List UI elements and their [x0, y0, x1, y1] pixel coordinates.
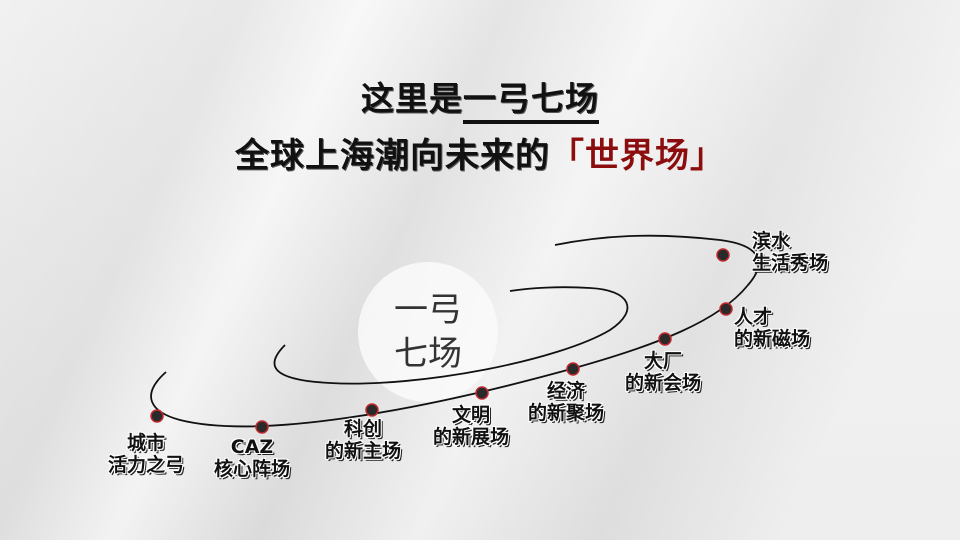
node-subtitle: 核心阵场	[214, 458, 291, 480]
node-dot	[716, 248, 730, 262]
node-dot	[719, 302, 733, 316]
node-subtitle: 活力之弓	[108, 454, 185, 476]
node-dot	[475, 386, 489, 400]
node-label-economy: 经济 的新聚场	[528, 380, 604, 424]
node-label-big-factory: 大厂 的新会场	[625, 350, 701, 394]
node-subtitle: 的新磁场	[734, 328, 811, 350]
bracket-open: 「	[550, 136, 585, 176]
node-title: 大厂	[644, 350, 683, 372]
node-title: 城市	[127, 432, 166, 454]
node-dot	[566, 362, 580, 376]
node-title: CAZ	[230, 436, 274, 458]
headline-highlight: 一弓七场	[463, 79, 599, 124]
outer-orbit-arc	[150, 234, 760, 428]
node-title: 文明	[452, 404, 491, 426]
headline-line-2: 全球上海潮向未来的「世界场」	[0, 128, 960, 177]
node-dot	[365, 403, 379, 417]
node-title: 经济	[547, 380, 586, 402]
inner-orbit-arc	[273, 286, 629, 385]
node-title: 滨水	[752, 230, 791, 252]
node-dot	[658, 332, 672, 346]
center-label-line-1: 一弓	[394, 290, 462, 330]
node-label-civilization: 文明 的新展场	[433, 404, 509, 448]
headline-line-1: 这里是一弓七场	[0, 72, 960, 124]
node-title: 科创	[344, 418, 383, 440]
subheadline-prefix: 全球上海潮向未来的	[235, 136, 550, 176]
node-label-talent: 人才 的新磁场	[734, 306, 810, 350]
node-subtitle: 的新聚场	[528, 402, 605, 424]
node-label-caz: CAZ 核心阵场	[214, 436, 290, 480]
node-subtitle: 的新主场	[325, 440, 402, 462]
node-label-waterfront: 滨水 生活秀场	[752, 230, 828, 274]
bracket-close: 」	[690, 136, 725, 176]
node-subtitle: 生活秀场	[752, 252, 829, 274]
node-subtitle: 的新会场	[625, 372, 702, 394]
node-dot	[150, 409, 164, 423]
node-label-city-vitality: 城市 活力之弓	[108, 432, 184, 476]
center-label-line-2: 七场	[394, 334, 462, 374]
node-title: 人才	[734, 306, 773, 328]
subheadline-highlight: 世界场	[585, 136, 690, 176]
node-subtitle: 的新展场	[433, 426, 510, 448]
node-label-innovation: 科创 的新主场	[325, 418, 401, 462]
headline-prefix: 这里是	[361, 79, 463, 118]
orbit-nodes	[150, 248, 733, 434]
node-dot	[255, 420, 269, 434]
